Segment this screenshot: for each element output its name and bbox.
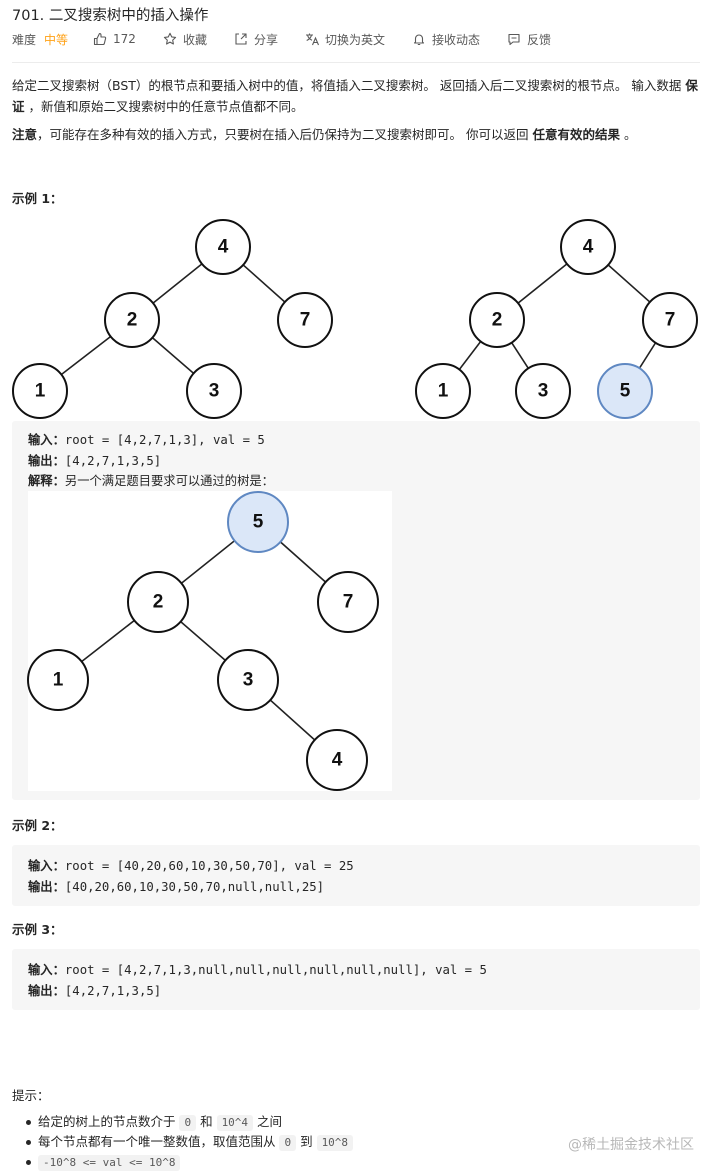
feedback-icon bbox=[508, 33, 520, 46]
tree-node: 2 bbox=[469, 292, 525, 348]
switch-language-label: 切换为英文 bbox=[324, 32, 385, 47]
collect-button[interactable]: 收藏 bbox=[163, 31, 207, 48]
inline-code: 10^8 bbox=[316, 1135, 354, 1151]
tree-node: 4 bbox=[306, 729, 368, 791]
svg-text:7: 7 bbox=[665, 310, 676, 331]
inline-code: -10^8 <= val <= 10^8 bbox=[38, 1155, 181, 1171]
svg-text:7: 7 bbox=[300, 310, 311, 331]
tree-node: 4 bbox=[195, 219, 251, 275]
share-label: 分享 bbox=[253, 32, 278, 47]
collect-label: 收藏 bbox=[182, 32, 207, 47]
notify-button[interactable]: 接收动态 bbox=[412, 31, 480, 48]
notify-label: 接收动态 bbox=[431, 32, 480, 47]
note-label: 注意 bbox=[12, 127, 38, 142]
header-divider bbox=[12, 62, 700, 63]
switch-language-button[interactable]: 切换为英文 bbox=[305, 31, 385, 48]
tree-node: 7 bbox=[642, 292, 698, 348]
example-3-codebox: 输入：root = [4,2,7,1,3,null,null,null,null… bbox=[12, 949, 700, 1010]
tips-list: 给定的树上的节点数介于 0 和 10^4 之间 每个节点都有一个唯一整数值，取值… bbox=[12, 1112, 354, 1172]
svg-text:4: 4 bbox=[218, 237, 229, 258]
tree-node: 3 bbox=[186, 363, 242, 419]
tree-node: 4 bbox=[560, 219, 616, 275]
example-2-output: 输出：[40,20,60,10,30,50,70,null,null,25] bbox=[28, 880, 325, 894]
svg-text:1: 1 bbox=[53, 670, 64, 691]
translate-icon bbox=[305, 33, 319, 46]
problem-note: 注意，可能存在多种有效的插入方式，只要树在插入后仍保持为二叉搜索树即可。 你可以… bbox=[12, 127, 637, 142]
watermark: @稀土掘金技术社区 bbox=[568, 1137, 694, 1153]
example-1-output: 输出：[4,2,7,1,3,5] bbox=[28, 454, 162, 468]
tip-item: 每个节点都有一个唯一整数值，取值范围从 0 到 10^8 bbox=[12, 1132, 354, 1152]
example-1-input: 输入：root = [4,2,7,1,3], val = 5 bbox=[28, 433, 265, 447]
example-1-original-tree: 4 2 7 1 3 bbox=[12, 219, 333, 419]
emphasis-any-valid: 任意有效的结果 bbox=[532, 127, 620, 142]
example-2-input: 输入：root = [40,20,60,10,30,50,70], val = … bbox=[28, 859, 354, 873]
example-3-input: 输入：root = [4,2,7,1,3,null,null,null,null… bbox=[28, 963, 487, 977]
example-1-inserted-tree: 4 2 7 1 3 5 bbox=[415, 219, 698, 419]
svg-text:4: 4 bbox=[332, 750, 343, 771]
share-icon bbox=[235, 33, 247, 45]
emphasis-guarantee: 保证 bbox=[12, 78, 698, 114]
tree-node: 7 bbox=[317, 571, 379, 633]
inline-code: 10^4 bbox=[216, 1115, 254, 1131]
svg-text:1: 1 bbox=[35, 381, 46, 402]
tree-node: 1 bbox=[12, 363, 68, 419]
tree-node: 3 bbox=[217, 649, 279, 711]
tree-node: 2 bbox=[104, 292, 160, 348]
svg-text:2: 2 bbox=[153, 592, 164, 613]
problem-meta-bar: 难度 中等 172 收藏 分享 切换为英文 接收动态 反馈 bbox=[12, 30, 578, 48]
problem-description: 给定二叉搜索树（BST）的根节点和要插入树中的值，将值插入二叉搜索树。 返回插入… bbox=[12, 78, 698, 114]
like-button[interactable]: 172 bbox=[93, 32, 136, 46]
svg-text:5: 5 bbox=[620, 381, 631, 402]
svg-text:3: 3 bbox=[209, 381, 220, 402]
tip-item: 给定的树上的节点数介于 0 和 10^4 之间 bbox=[12, 1112, 353, 1132]
inline-code: 0 bbox=[279, 1135, 297, 1151]
feedback-label: 反馈 bbox=[527, 32, 552, 47]
like-count: 172 bbox=[113, 32, 136, 46]
svg-text:3: 3 bbox=[243, 670, 254, 691]
example-2-codebox: 输入：root = [40,20,60,10,30,50,70], val = … bbox=[12, 845, 700, 906]
thumbs-up-icon bbox=[93, 32, 107, 46]
difficulty-label: 难度 bbox=[12, 32, 37, 47]
difficulty-badge: 中等 bbox=[44, 32, 69, 47]
tree-node: 2 bbox=[127, 571, 189, 633]
example-1-alternative-tree: 5 2 7 1 3 4 bbox=[27, 491, 379, 791]
svg-text:1: 1 bbox=[438, 381, 449, 402]
share-button[interactable]: 分享 bbox=[234, 31, 278, 48]
svg-text:4: 4 bbox=[583, 237, 594, 258]
svg-text:5: 5 bbox=[253, 512, 264, 533]
problem-title: 701. 二叉搜索树中的插入操作 bbox=[12, 8, 209, 24]
example-1-heading: 示例 1： bbox=[12, 191, 63, 206]
svg-text:7: 7 bbox=[343, 592, 354, 613]
example-3-heading: 示例 3： bbox=[12, 922, 63, 937]
tree-node: 1 bbox=[27, 649, 89, 711]
tree-node: 3 bbox=[515, 363, 571, 419]
tip-item: -10^8 <= val <= 10^8 bbox=[12, 1152, 353, 1172]
example-3-output: 输出：[4,2,7,1,3,5] bbox=[28, 984, 162, 998]
example-1-explanation: 解释：另一个满足题目要求可以通过的树是： bbox=[28, 474, 274, 488]
star-icon bbox=[163, 32, 177, 45]
svg-text:2: 2 bbox=[127, 310, 138, 331]
tree-node-root: 5 bbox=[227, 491, 289, 553]
tree-node: 7 bbox=[277, 292, 333, 348]
inline-code: 0 bbox=[179, 1115, 197, 1131]
tips-heading: 提示： bbox=[12, 1088, 50, 1103]
example-2-heading: 示例 2： bbox=[12, 818, 63, 833]
svg-text:2: 2 bbox=[492, 310, 503, 331]
example-1-codebox: 输入：root = [4,2,7,1,3], val = 5 输出：[4,2,7… bbox=[12, 421, 700, 800]
feedback-button[interactable]: 反馈 bbox=[507, 31, 551, 48]
svg-text:3: 3 bbox=[538, 381, 549, 402]
bell-icon bbox=[413, 34, 425, 46]
tree-node-inserted: 5 bbox=[597, 363, 653, 419]
tree-node: 1 bbox=[415, 363, 471, 419]
